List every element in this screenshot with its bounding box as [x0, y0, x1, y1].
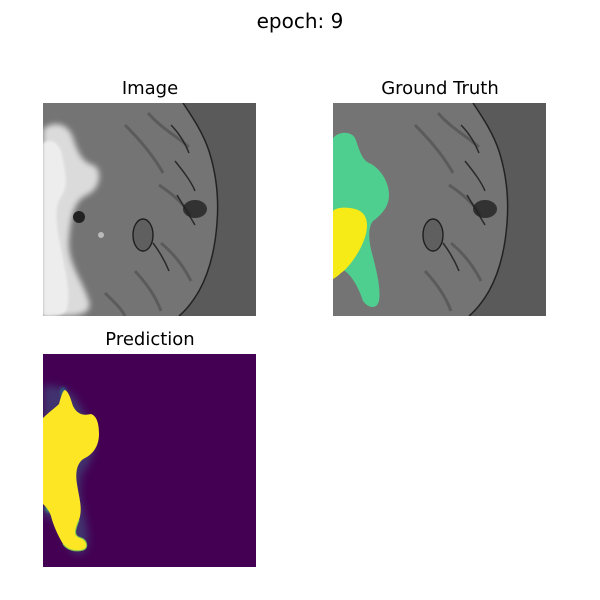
ground-truth-panel	[333, 103, 546, 316]
prediction-panel-title: Prediction	[105, 329, 195, 350]
image-panel	[43, 103, 256, 316]
image-panel-title: Image	[121, 78, 179, 99]
prediction-heatmap-image	[43, 354, 256, 567]
prediction-panel	[43, 354, 256, 567]
figure-title: epoch: 9	[256, 9, 344, 33]
ground-truth-overlay-image	[333, 103, 546, 316]
ground-truth-panel-title: Ground Truth	[381, 78, 499, 99]
mri-scan-image	[43, 103, 256, 316]
